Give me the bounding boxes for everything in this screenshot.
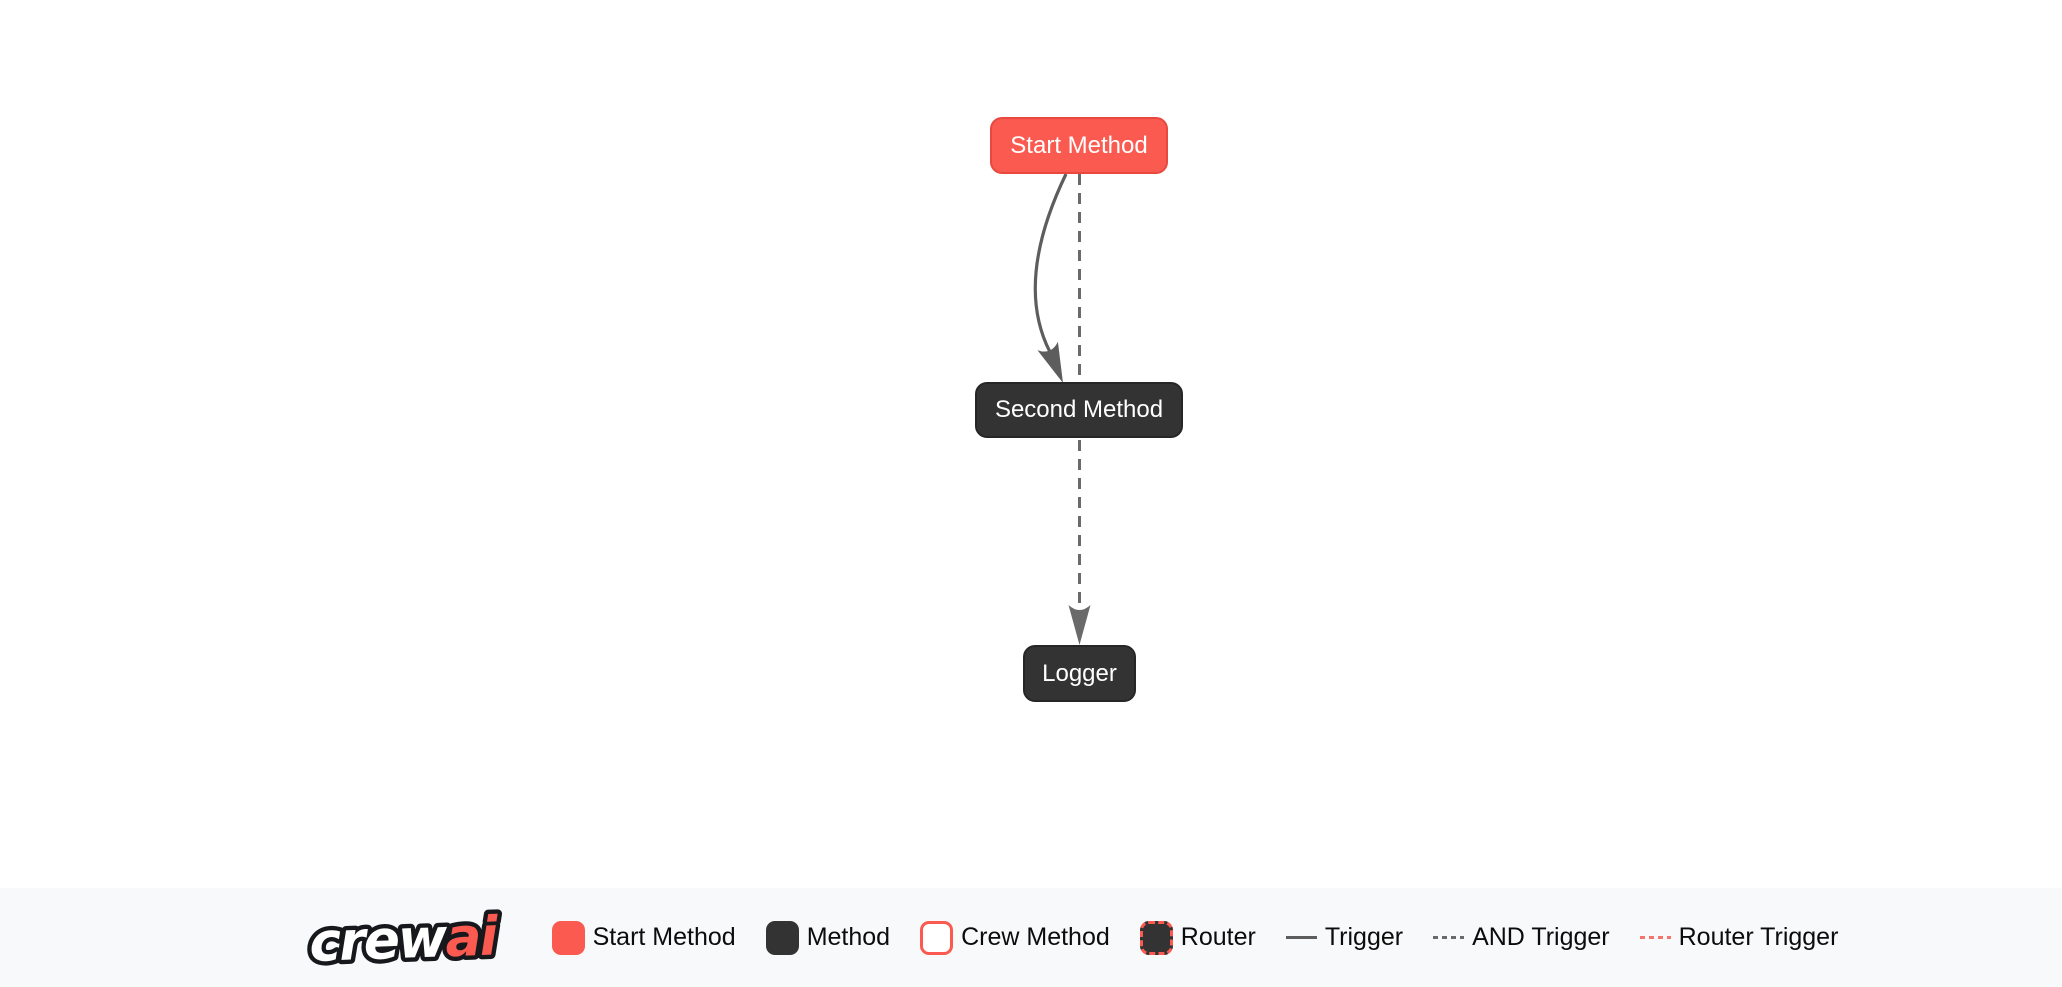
legend-label-and-trigger: AND Trigger xyxy=(1472,923,1610,951)
legend-item-router: Router xyxy=(1139,920,1256,955)
edge-trigger-start-to-second xyxy=(1033,173,1068,353)
trigger-line-icon xyxy=(1285,936,1317,939)
legend-item-trigger: Trigger xyxy=(1285,923,1404,952)
legend-label-router: Router xyxy=(1180,923,1256,951)
legend-item-method: Method xyxy=(765,920,891,955)
method-swatch-icon xyxy=(765,920,799,955)
router-swatch-icon xyxy=(1139,920,1173,955)
svg-text:crewai: crewai xyxy=(308,904,499,974)
logo-ai-text: ai xyxy=(444,904,499,969)
arrowhead-trigger-icon xyxy=(1037,341,1063,383)
flow-canvas[interactable]: Start Method Second Method Logger xyxy=(0,0,2062,888)
legend-label-trigger: Trigger xyxy=(1324,923,1404,951)
node-logger-label: Logger xyxy=(1042,659,1117,687)
arrowhead-and-trigger-icon xyxy=(1068,605,1091,645)
legend-item-router-trigger: Router Trigger xyxy=(1639,923,1839,952)
node-second-method[interactable]: Second Method xyxy=(975,382,1183,438)
legend-bar: crewai Start Method Method Crew Method R… xyxy=(0,888,2062,987)
crewai-logo: crewai xyxy=(303,900,503,978)
legend-label-crew-method: Crew Method xyxy=(961,923,1110,951)
and-trigger-line-icon xyxy=(1433,936,1465,939)
legend-item-start-method: Start Method xyxy=(551,920,736,955)
node-start-method[interactable]: Start Method xyxy=(990,117,1168,174)
legend-item-crew-method: Crew Method xyxy=(920,920,1110,955)
router-trigger-line-icon xyxy=(1639,936,1671,939)
node-second-method-label: Second Method xyxy=(994,396,1164,423)
legend-label-start-method: Start Method xyxy=(592,923,736,951)
node-logger[interactable]: Logger xyxy=(1023,645,1136,702)
node-start-method-label: Start Method xyxy=(1010,131,1148,159)
logo-crew-text: crew xyxy=(308,906,449,974)
start-method-swatch-icon xyxy=(551,920,585,955)
legend-label-router-trigger: Router Trigger xyxy=(1678,923,1839,951)
legend-item-and-trigger: AND Trigger xyxy=(1433,923,1610,952)
legend-label-method: Method xyxy=(806,923,891,951)
crew-method-swatch-icon xyxy=(920,920,954,955)
